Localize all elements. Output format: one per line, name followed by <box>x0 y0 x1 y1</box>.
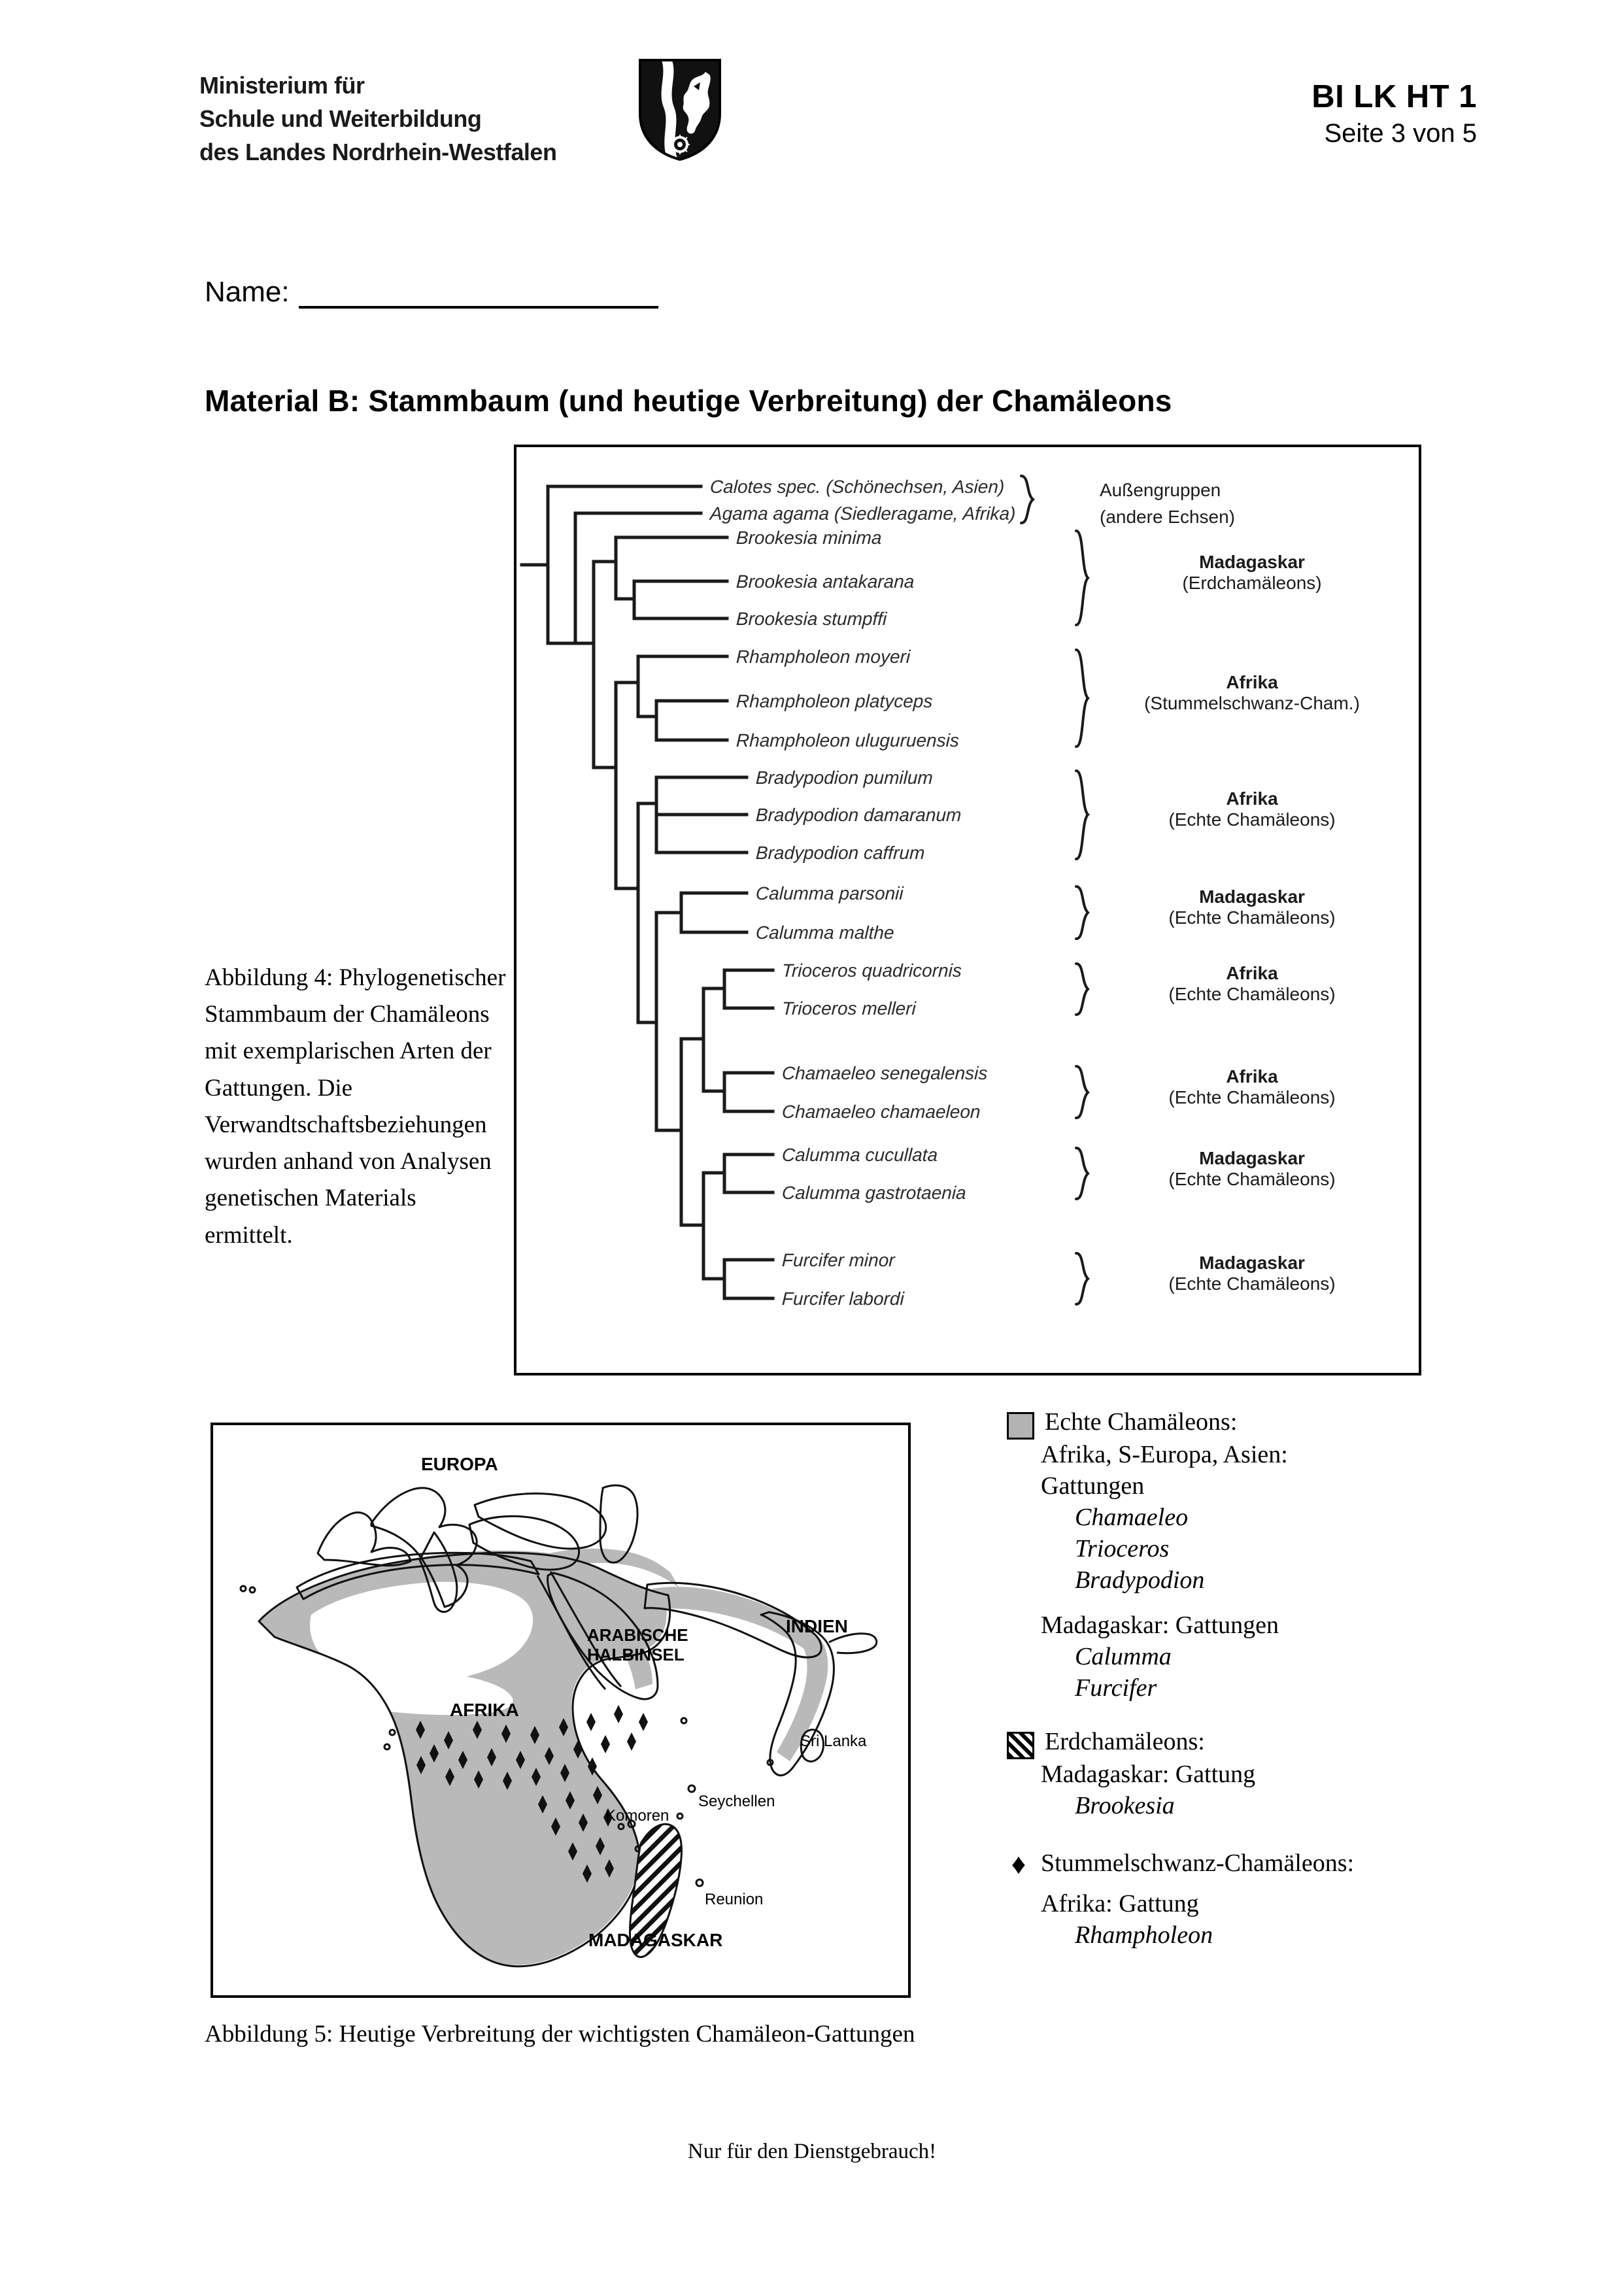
map-label-sri-lanka: Sri Lanka <box>800 1732 867 1750</box>
taxon-label-calumma-parsonii: Calumma parsonii <box>755 883 904 903</box>
legend-title-stummel: Stummelschwanz-Chamäleons: <box>1041 1849 1355 1877</box>
outgroup-line-1: Außengruppen <box>1100 480 1221 500</box>
group-label-calumma-cucullata-madagaskar: Madagaskar (Echte Chamäleons) <box>1168 1148 1336 1189</box>
taxon-label-bradypodion-damaranum: Bradypodion damaranum <box>755 805 962 825</box>
ministry-line-1: Ministerium für <box>199 72 365 99</box>
map-label-afrika: AFRIKA <box>450 1700 519 1720</box>
legend-title-erd: Erdchamäleons: <box>1045 1728 1205 1755</box>
figure-5-distribution-map: EUROPA ARABISCHE HALBINSEL INDIEN AFRIKA… <box>211 1423 911 1998</box>
legend-item-stummelschwanz: ♦ Stummelschwanz-Chamäleons: Afrika: Gat… <box>1007 1848 1595 1951</box>
taxon-label-bradypodion-caffrum: Bradypodion caffrum <box>755 843 925 863</box>
taxon-label-calumma-gastrotaenia: Calumma gastrotaenia <box>781 1183 967 1203</box>
legend-line-madagaskar-erd: Madagaskar: Gattung <box>1041 1761 1256 1788</box>
legend-line-regions-echte: Afrika, S-Europa, Asien: <box>1041 1441 1288 1468</box>
group-label-bradypodion-afrika: Afrika (Echte Chamäleons) <box>1168 788 1336 830</box>
solid-grey-square-swatch-icon <box>1007 1412 1034 1440</box>
group-label-furcifer-madagaskar: Madagaskar (Echte Chamäleons) <box>1168 1253 1336 1294</box>
taxon-label-brookesia-antakarana: Brookesia antakarana <box>736 571 915 592</box>
page-footer: Nur für den Dienstgebrauch! <box>687 2140 937 2163</box>
material-b-title: Material B: Stammbaum (und heutige Verbr… <box>205 384 1172 418</box>
ministry-line-2: Schule und Weiterbildung <box>199 105 482 133</box>
map-label-reunion: Reunion <box>705 1891 764 1908</box>
coat-of-arms-icon <box>639 59 721 161</box>
taxon-label-furcifer-minor: Furcifer minor <box>781 1250 896 1270</box>
legend-genus-rhampholeon: Rhampholeon <box>1075 1921 1213 1949</box>
hatched-square-swatch-icon <box>1007 1732 1034 1759</box>
legend-title-echte: Echte Chamäleons: <box>1045 1408 1238 1436</box>
taxon-label-calumma-malthe: Calumma malthe <box>755 922 895 943</box>
page-header: Ministerium für Schule und Weiterbildung… <box>0 0 1624 216</box>
name-field-row: Name: <box>205 276 658 309</box>
legend-item-echte-chamaeleons: Echte Chamäleons: Afrika, S-Europa, Asie… <box>1007 1407 1595 1704</box>
legend-genus-trioceros: Trioceros <box>1075 1534 1170 1562</box>
ministry-logo: Ministerium für Schule und Weiterbildung… <box>199 69 557 169</box>
map-label-madagaskar: MADAGASKAR <box>588 1930 723 1950</box>
taxon-label-brookesia-minima: Brookesia minima <box>736 528 883 548</box>
map-label-arabische: ARABISCHE <box>587 1625 688 1645</box>
map-label-halbinsel: HALBINSEL <box>587 1645 685 1664</box>
legend-genus-bradypodion: Bradypodion <box>1075 1566 1205 1594</box>
legend-genus-calumma: Calumma <box>1075 1643 1172 1671</box>
group-label-trioceros-afrika: Afrika (Echte Chamäleons) <box>1168 963 1336 1004</box>
outgroup-line-2: (andere Echsen) <box>1100 506 1236 527</box>
group-label-calumma-parsonii-madagaskar: Madagaskar (Echte Chamäleons) <box>1168 886 1336 928</box>
legend-item-erdchamaeleons: Erdchamäleons: Madagaskar: Gattung Brook… <box>1007 1727 1595 1822</box>
taxon-label-trioceros-quadricornis: Trioceros quadricornis <box>781 960 962 981</box>
map-label-komoren: Komoren <box>605 1807 669 1825</box>
taxon-label-brookesia-stumpffi: Brookesia stumpffi <box>736 609 887 629</box>
taxon-label-bradypodion-pumilum: Bradypodion pumilum <box>755 767 934 788</box>
legend-genus-furcifer: Furcifer <box>1075 1674 1157 1702</box>
figure-4-phylogenetic-tree: Calotes spec. (Schönechsen, Asien) Agama… <box>514 445 1421 1375</box>
taxon-label-chamaeleo-chamaeleon: Chamaeleo chamaeleon <box>781 1102 981 1122</box>
exam-title: BI LK HT 1 <box>1311 79 1477 114</box>
taxon-label-trioceros-melleri: Trioceros melleri <box>781 998 917 1019</box>
taxon-label-rhampholeon-platyceps: Rhampholeon platyceps <box>736 691 933 711</box>
legend-genus-chamaeleo: Chamaeleo <box>1075 1503 1189 1531</box>
group-label-rhampholeon-afrika: Afrika (Stummelschwanz-Cham.) <box>1144 672 1360 713</box>
legend-line-gattungen-echte: Gattungen <box>1041 1472 1145 1500</box>
stummelschwanz-diamond-markers <box>416 1705 648 1883</box>
group-label-brookesia-madagaskar: Madagaskar (Erdchamäleons) <box>1182 552 1322 593</box>
taxon-label-calotes-spec: Calotes spec. (Schönechsen, Asien) <box>709 477 1005 497</box>
legend-genus-brookesia: Brookesia <box>1075 1791 1175 1819</box>
black-diamond-swatch-icon: ♦ <box>1011 1847 1026 1880</box>
map-graphic <box>239 1484 878 1968</box>
name-label: Name: <box>205 276 290 308</box>
taxon-label-chamaeleo-senegalensis: Chamaeleo senegalensis <box>781 1063 988 1083</box>
madagascar-hatched-region <box>628 1823 683 1958</box>
map-label-indien: INDIEN <box>786 1616 848 1636</box>
outgroup-annotation: Außengruppen (andere Echsen) <box>1100 477 1235 530</box>
map-legend: Echte Chamäleons: Afrika, S-Europa, Asie… <box>1007 1407 1595 1956</box>
taxon-label-agama-agama: Agama agama (Siedleragame, Afrika) <box>709 503 1016 524</box>
ministry-line-3: des Landes Nordrhein-Westfalen <box>199 139 557 166</box>
taxon-label-rhampholeon-moyeri: Rhampholeon moyeri <box>736 647 911 667</box>
page-indicator: Seite 3 von 5 <box>1324 119 1478 148</box>
group-label-chamaeleo-afrika: Afrika (Echte Chamäleons) <box>1168 1066 1336 1107</box>
taxon-label-rhampholeon-uluguruensis: Rhampholeon uluguruensis <box>736 730 960 751</box>
figure-5-caption: Abbildung 5: Heutige Verbreitung der wic… <box>205 2021 915 2048</box>
taxon-label-furcifer-labordi: Furcifer labordi <box>781 1289 905 1309</box>
name-input-line[interactable] <box>298 302 658 309</box>
map-label-europa: EUROPA <box>421 1454 498 1474</box>
taxon-label-calumma-cucullata: Calumma cucullata <box>781 1145 938 1165</box>
legend-line-madagaskar-echte: Madagaskar: Gattungen <box>1041 1611 1279 1640</box>
cladogram-branches <box>520 475 1090 1306</box>
figure-4-caption: Abbildung 4: Phylogenetischer Stammbaum … <box>205 964 506 1249</box>
legend-line-afrika-stummel: Afrika: Gattung <box>1041 1889 1199 1917</box>
map-label-seychellen: Seychellen <box>698 1793 775 1810</box>
